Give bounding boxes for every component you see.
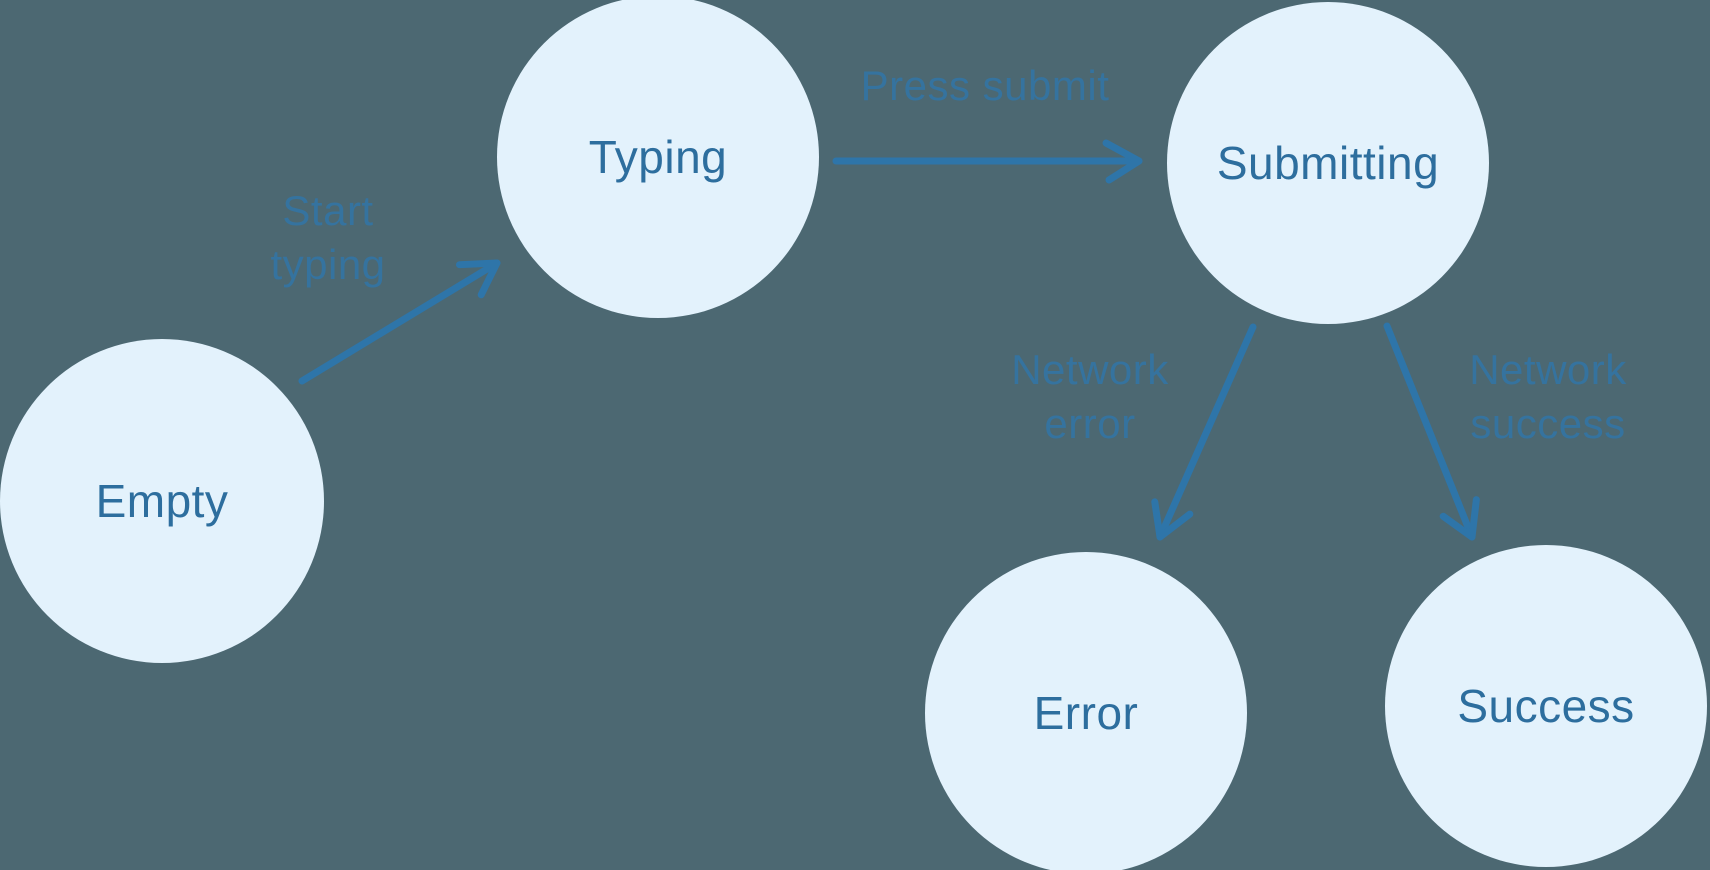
edge-label-press-submit: Press submit <box>860 62 1110 109</box>
node-label-submitting: Submitting <box>1216 137 1440 189</box>
node-label-success: Success <box>1457 680 1635 732</box>
node-success: Success <box>1385 545 1707 867</box>
edge-arrow-network-success <box>1383 322 1480 541</box>
node-label-empty: Empty <box>95 475 229 527</box>
edge-arrow-network-error <box>1151 323 1257 541</box>
edge-label-start-typing: Start typing <box>270 187 386 288</box>
node-empty: Empty <box>0 339 324 663</box>
edge-label-network-error: Network error <box>1011 346 1169 447</box>
node-submitting: Submitting <box>1167 2 1489 324</box>
node-error: Error <box>925 552 1247 870</box>
node-typing: Typing <box>497 0 819 318</box>
node-label-typing: Typing <box>588 131 728 183</box>
edge-label-network-success: Network success <box>1469 346 1627 447</box>
edge-arrow-start-typing <box>298 259 501 385</box>
node-label-error: Error <box>1033 687 1139 739</box>
